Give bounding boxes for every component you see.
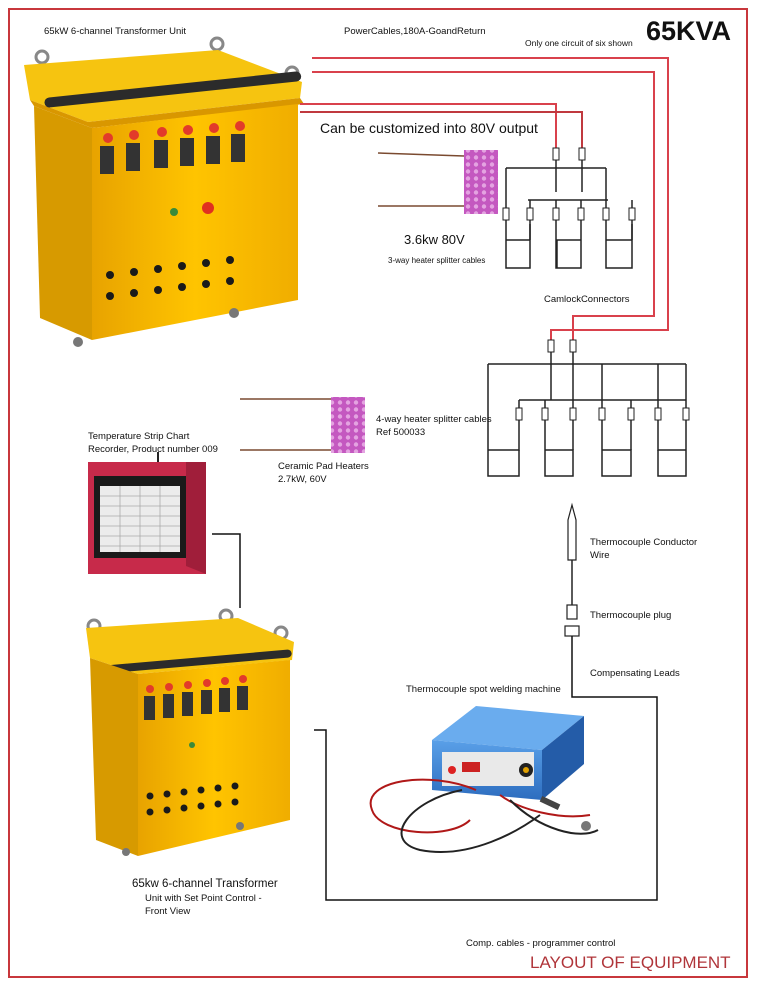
heater-pad-3way: [377, 150, 498, 214]
heater-4way-cable-label: 4-way heater splitter cables: [376, 414, 492, 425]
comp-leads-label: Compensating Leads: [590, 668, 680, 679]
strip-chart-recorder: [88, 452, 206, 574]
heater-3way-cable-label: 3-way heater splitter cables: [388, 256, 486, 265]
bottom-transformer-unit: [86, 608, 294, 856]
thermocouple-probe: [314, 502, 658, 901]
spot-welder-label: Thermocouple spot welding machine: [406, 684, 561, 695]
bottom-unit-label-2: Unit with Set Point Control -: [145, 893, 262, 904]
page-frame: [8, 8, 748, 978]
bottom-unit-label-3: Front View: [145, 906, 191, 917]
ceramic-pad-rating: 2.7kW, 60V: [278, 474, 327, 485]
bottom-unit-label: 65kw 6-channel Transformer: [132, 878, 278, 890]
top-transformer-unit: [24, 36, 304, 347]
tc-plug-label: Thermocouple plug: [590, 610, 672, 621]
splitter-3way: [505, 150, 633, 269]
recorder-product: Recorder, Product number 009: [88, 444, 218, 455]
tc-wire-label: Thermocouple Conductor: [590, 537, 698, 548]
recorder-label: Temperature Strip Chart: [88, 431, 190, 442]
customize-note: Can be customized into 80V output: [320, 120, 538, 136]
power-cables: [300, 57, 669, 345]
power-cables-label: PowerCables,180A-GoandReturn: [344, 26, 486, 37]
tc-wire-label-2: Wire: [590, 550, 610, 561]
comp-cables-label: Comp. cables - programmer control: [466, 938, 616, 949]
heater-3way-rating: 3.6kw 80V: [404, 232, 465, 247]
heater-4way-ref: Ref 500033: [376, 427, 426, 438]
spot-welding-machine: [369, 706, 599, 853]
rating-title: 65KVA: [646, 16, 732, 46]
circuit-note: Only one circuit of six shown: [525, 38, 633, 48]
top-unit-label: 65kW 6-channel Transformer Unit: [44, 26, 187, 37]
camlock-label: CamlockConnectors: [544, 294, 630, 305]
ceramic-pad-heater: [240, 397, 365, 453]
ceramic-pad-label: Ceramic Pad Heaters: [278, 461, 369, 472]
footer-title: LAYOUT OF EQUIPMENT: [530, 953, 731, 972]
